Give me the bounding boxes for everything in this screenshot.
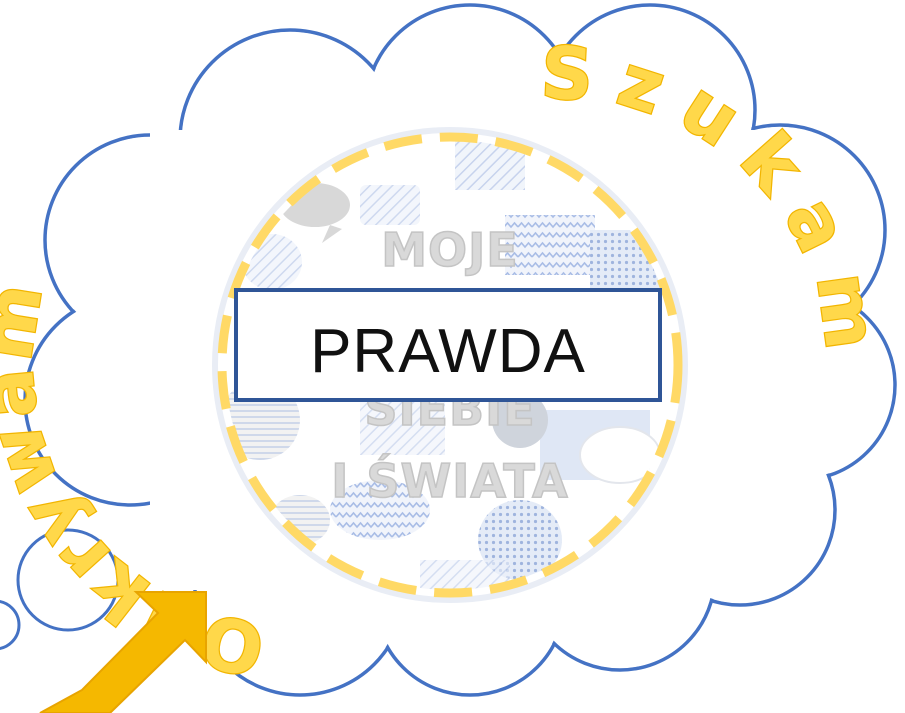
arrow-icon (39, 591, 207, 713)
prawda-label-text: PRAWDA (310, 317, 586, 386)
center-line-3: I ŚWIATA (331, 454, 569, 508)
center-line-1: MOJE (381, 223, 518, 277)
small-bubble-icon (0, 528, 120, 650)
prawda-label-box: PRAWDA (234, 288, 662, 402)
